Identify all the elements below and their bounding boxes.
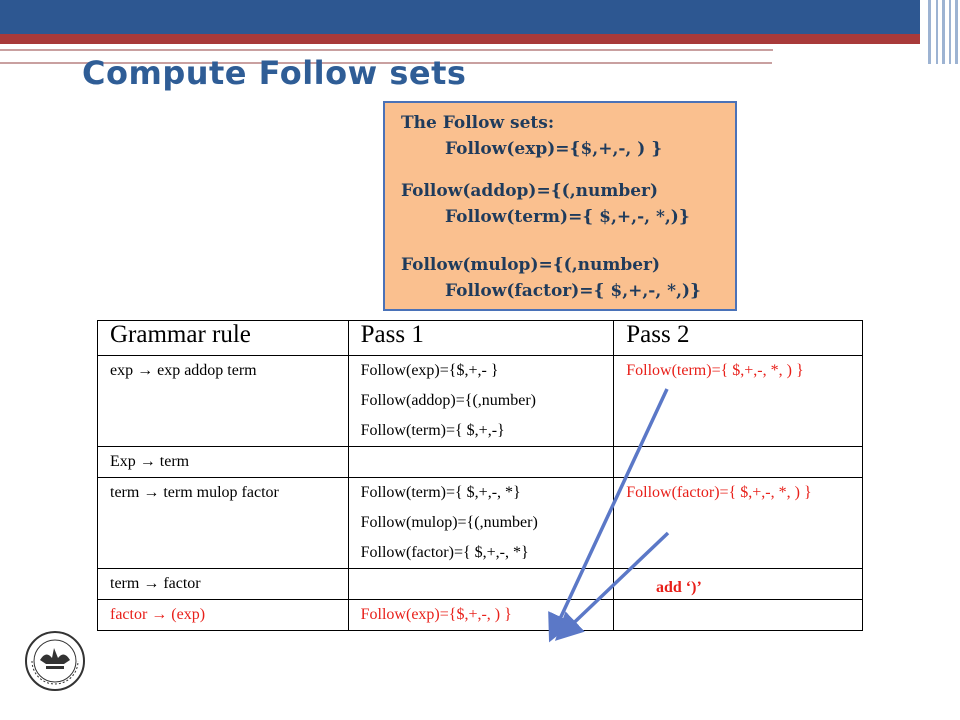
add-paren-note: add ‘)’ [656, 579, 702, 596]
header-stripe [928, 0, 931, 64]
university-seal-icon [25, 631, 85, 691]
grammar-rule: Exp → term [110, 453, 190, 470]
pass1-entry: Follow(addop)={(,number) [360, 392, 536, 409]
follow-set-line: Follow(term)={ $,+,-, *,)} [445, 207, 690, 227]
follow-set-line: Follow(factor)={ $,+,-, *,)} [445, 281, 701, 301]
table-header: Grammar rule [97, 320, 349, 356]
grammar-rule: factor → (exp) [110, 606, 206, 623]
table-header: Pass 2 [613, 320, 863, 356]
grammar-rule: term → term mulop factor [110, 484, 279, 501]
table-row: factor → (exp) Follow(exp)={$,+,-, ) } [97, 599, 863, 631]
table-header: Pass 1 [347, 320, 615, 356]
grammar-table: Grammar rule Pass 1 Pass 2 exp → exp add… [97, 320, 863, 631]
header-rule [0, 49, 888, 51]
follow-set-line: Follow(exp)={$,+,-, ) } [445, 139, 663, 159]
table-row: exp → exp addop term Follow(exp)={$,+,- … [97, 355, 863, 447]
pass1-entry: Follow(factor)={ $,+,-, *} [360, 544, 529, 561]
header-bar [0, 0, 960, 34]
pass1-entry: Follow(term)={ $,+,-} [360, 422, 505, 439]
header-stripe [949, 0, 951, 64]
follow-set-line: Follow(addop)={(,number) [401, 181, 659, 201]
pass1-entry: Follow(term)={ $,+,-, *} [360, 484, 521, 501]
header-accent-bar [0, 34, 960, 44]
header-gap [773, 48, 891, 62]
pass1-entry: Follow(mulop)={(,number) [360, 514, 538, 531]
pass1-entry: Follow(exp)={$,+,-, ) } [360, 606, 512, 623]
header-corner [920, 0, 960, 64]
pass1-entry: Follow(exp)={$,+,- } [360, 362, 499, 379]
pass2-entry: Follow(factor)={ $,+,-, *, ) } [626, 484, 812, 501]
header-rule [0, 62, 772, 64]
header-stripe [942, 0, 945, 64]
header-stripe [955, 0, 958, 64]
table-row: term → factor [97, 568, 863, 600]
grammar-rule: term → factor [110, 575, 201, 592]
table-row: Exp → term [97, 446, 863, 478]
pass2-entry: Follow(term)={ $,+,-, *, ) } [626, 362, 804, 379]
follow-set-line: Follow(mulop)={(,number) [401, 255, 661, 275]
table-row: term → term mulop factor Follow(term)={ … [97, 477, 863, 569]
grammar-rule: exp → exp addop term [110, 362, 257, 379]
table-header-row: Grammar rule Pass 1 Pass 2 [97, 320, 863, 356]
header-stripe [936, 0, 938, 64]
slide-title: Compute Follow sets [82, 54, 467, 92]
follow-box-heading: The Follow sets: [401, 113, 555, 133]
follow-sets-box: The Follow sets: Follow(exp)={$,+,-, ) }… [383, 101, 737, 311]
